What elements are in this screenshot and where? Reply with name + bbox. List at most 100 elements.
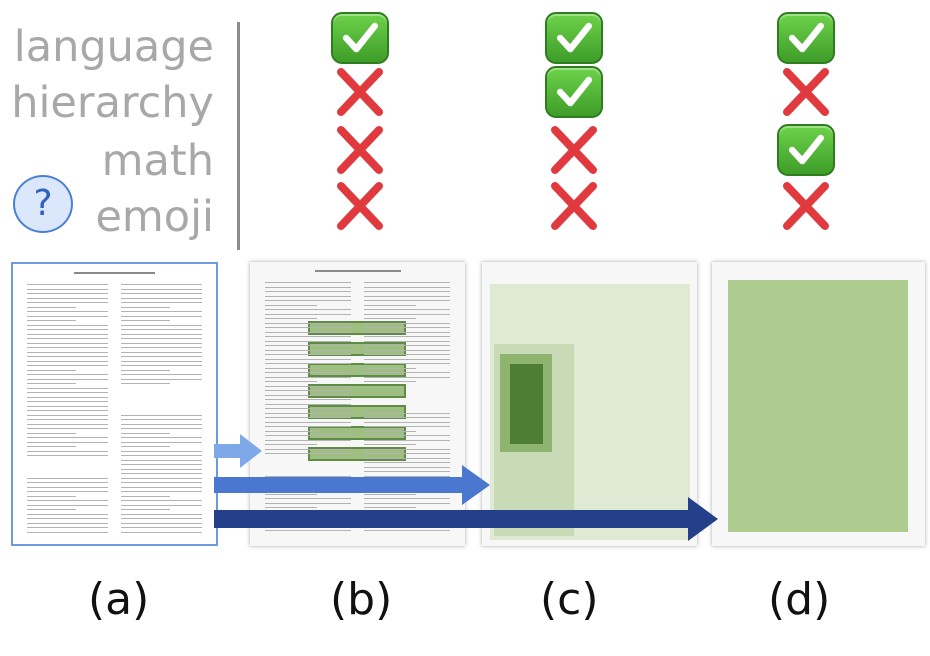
text-line <box>265 502 351 504</box>
criterion-math: math <box>101 136 214 186</box>
text-line <box>265 507 317 509</box>
text-line <box>265 412 351 414</box>
text-line <box>121 302 202 304</box>
text-line <box>364 381 416 383</box>
question-icon: ? <box>13 175 73 233</box>
text-line <box>121 455 202 457</box>
text-line <box>121 513 202 515</box>
text-line <box>121 482 202 484</box>
text-line <box>27 504 108 506</box>
text-line <box>121 450 202 452</box>
text-line <box>27 333 108 335</box>
text-line <box>121 284 202 286</box>
text-line <box>27 369 76 371</box>
text-line <box>27 396 108 398</box>
text-line <box>265 453 351 455</box>
text-line <box>364 444 416 446</box>
text-line <box>27 315 108 317</box>
text-line <box>265 340 351 342</box>
line-box <box>308 426 406 440</box>
text-line <box>265 282 351 284</box>
text-line <box>27 446 76 448</box>
text-line <box>27 414 108 416</box>
text-line <box>27 387 108 389</box>
text-line <box>27 410 108 412</box>
text-line <box>364 309 450 311</box>
text-line <box>364 502 450 504</box>
text-line <box>27 527 108 529</box>
paragraph-region <box>510 364 543 444</box>
text-line <box>27 441 108 443</box>
check-icon <box>331 12 389 64</box>
text-line <box>364 457 450 459</box>
text-line <box>121 491 202 493</box>
text-line <box>27 365 108 367</box>
cross-icon <box>777 180 835 232</box>
text-line <box>27 423 108 425</box>
arrow-to-c <box>214 465 490 505</box>
text-line <box>121 522 202 524</box>
text-line <box>27 477 108 479</box>
text-line <box>27 495 76 497</box>
column-label-b: (b) <box>330 574 393 625</box>
text-line <box>364 354 450 356</box>
text-line <box>364 300 450 302</box>
text-line <box>265 376 351 378</box>
text-line <box>121 477 202 479</box>
text-line <box>27 428 108 430</box>
text-line <box>364 318 416 320</box>
text-line <box>121 347 202 349</box>
text-line <box>121 369 170 371</box>
vertical-divider <box>237 22 240 250</box>
criterion-emoji: emoji <box>95 192 214 242</box>
text-line <box>265 327 351 329</box>
text-line <box>121 500 202 502</box>
text-line <box>121 288 202 290</box>
text-line <box>27 419 108 421</box>
text-line <box>121 338 202 340</box>
text-line <box>27 392 108 394</box>
text-line <box>265 358 351 360</box>
text-line <box>265 417 351 419</box>
text-line <box>121 495 170 497</box>
text-line <box>27 324 108 326</box>
text-line <box>265 349 351 351</box>
text-line <box>265 498 351 500</box>
text-line <box>265 430 317 432</box>
text-line <box>121 356 202 358</box>
text-line <box>364 345 450 347</box>
text-line <box>121 468 202 470</box>
text-line <box>27 284 108 286</box>
text-line <box>265 529 351 531</box>
arrow-to-b <box>214 434 262 468</box>
text-line <box>27 311 108 313</box>
text-line <box>364 313 450 315</box>
text-line <box>364 331 450 333</box>
text-line <box>364 430 416 432</box>
text-line <box>265 394 351 396</box>
text-line <box>265 408 351 410</box>
text-line <box>27 342 108 344</box>
text-line <box>364 295 450 297</box>
page-thumbnail-hierarchical-boxes <box>482 262 697 546</box>
text-line <box>265 372 351 374</box>
page-region <box>728 280 908 532</box>
text-line <box>364 291 450 293</box>
text-line <box>364 358 450 360</box>
text-line <box>364 367 416 369</box>
text-line <box>27 450 108 452</box>
text-line <box>121 531 202 533</box>
arrow-to-d <box>214 497 718 541</box>
text-line <box>27 356 108 358</box>
check-icon <box>545 12 603 64</box>
text-line <box>364 493 416 495</box>
text-line <box>265 286 351 288</box>
text-line <box>364 327 450 329</box>
text-line <box>121 441 202 443</box>
text-line <box>265 421 351 423</box>
text-line <box>265 309 351 311</box>
page-header <box>74 272 155 274</box>
text-line <box>121 473 202 475</box>
text-line <box>121 464 202 466</box>
text-line <box>27 320 76 322</box>
